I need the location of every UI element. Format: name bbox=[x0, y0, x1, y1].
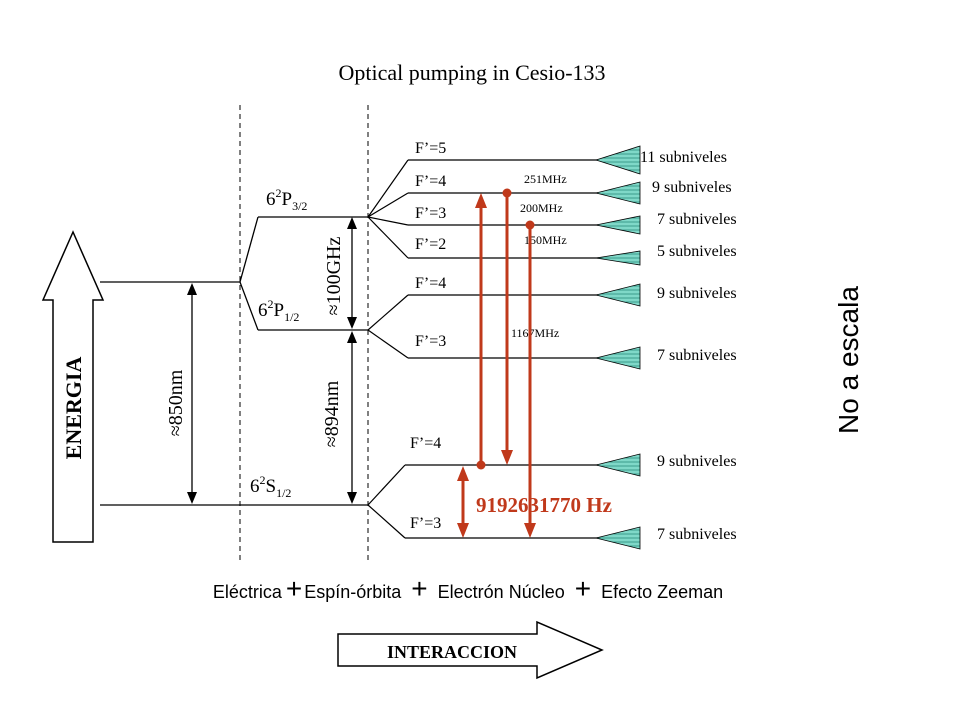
splitting-label: 200MHz bbox=[520, 201, 563, 215]
wavelength-label-894: ≈894nm bbox=[321, 380, 343, 447]
level-label: F’=4 bbox=[415, 173, 446, 190]
hyperfine-lines bbox=[367, 159, 600, 539]
state-label-s12: 62S1/2 bbox=[250, 473, 291, 500]
interaction-arrow: INTERACCION bbox=[337, 620, 604, 680]
wavelength-arrow-894 bbox=[347, 331, 357, 504]
plus-sign: + bbox=[411, 573, 427, 604]
wavelength-arrow-850 bbox=[187, 283, 197, 504]
sublevel-label: 9 subniveles bbox=[652, 179, 732, 196]
diagram-title: Optical pumping in Cesio-133 bbox=[338, 60, 605, 85]
interaction-electron-nucleo: Electrón Núcleo bbox=[438, 582, 565, 602]
zeeman-fan bbox=[595, 453, 641, 477]
interaction-label: INTERACCION bbox=[387, 642, 517, 662]
splitting-label: 1167MHz bbox=[511, 326, 559, 340]
scale-note: No a escala bbox=[833, 286, 864, 434]
interaction-espin-orbita: Espín-órbita bbox=[304, 582, 402, 602]
wavelength-label-850: ≈850nm bbox=[165, 369, 187, 436]
level-label: F’=3 bbox=[410, 515, 441, 532]
zeeman-fan bbox=[595, 215, 641, 235]
level-label: F’=3 bbox=[415, 333, 446, 350]
level-label: F’=4 bbox=[415, 275, 446, 292]
level-label: F’=2 bbox=[415, 236, 446, 253]
plus-sign: + bbox=[575, 573, 591, 604]
level-label: F’=5 bbox=[415, 140, 446, 157]
clock-frequency-label: 9192631770 Hz bbox=[476, 493, 612, 517]
zeeman-fan bbox=[595, 250, 641, 266]
pumping-transitions bbox=[457, 188, 536, 538]
zeeman-fan bbox=[595, 526, 641, 550]
sublevel-label: 7 subniveles bbox=[657, 526, 737, 543]
sublevel-label: 7 subniveles bbox=[657, 347, 737, 364]
level-label: F’=4 bbox=[410, 435, 441, 452]
level-label: F’=3 bbox=[415, 205, 446, 222]
splitting-label: 150MHz bbox=[524, 233, 567, 247]
zeeman-fans bbox=[594, 145, 641, 550]
energy-arrow: ENERGIA bbox=[41, 230, 105, 543]
zeeman-fan bbox=[595, 283, 641, 307]
frequency-label-100ghz: ≈100GHz bbox=[323, 237, 345, 316]
sublevel-label: 5 subniveles bbox=[657, 243, 737, 260]
interaction-terms: Eléctrica+Espín-órbita+Electrón Núcleo+E… bbox=[213, 573, 723, 604]
zeeman-fan bbox=[595, 346, 641, 370]
sublevel-label: 9 subniveles bbox=[657, 285, 737, 302]
plus-sign: + bbox=[286, 573, 302, 604]
frequency-arrow-100ghz bbox=[347, 217, 357, 329]
sublevel-label: 7 subniveles bbox=[657, 211, 737, 228]
sublevel-label: 11 subniveles bbox=[640, 149, 727, 166]
energy-label: ENERGIA bbox=[61, 357, 86, 460]
zeeman-fan bbox=[594, 145, 641, 175]
zeeman-fan bbox=[595, 181, 641, 205]
interaction-electrica: Eléctrica bbox=[213, 582, 283, 602]
fine-structure-lines bbox=[100, 216, 368, 506]
interaction-zeeman: Efecto Zeeman bbox=[601, 582, 723, 602]
state-label-p12: 62P1/2 bbox=[258, 297, 299, 324]
sublevel-label: 9 subniveles bbox=[657, 453, 737, 470]
splitting-label: 251MHz bbox=[524, 172, 567, 186]
state-label-p32: 62P3/2 bbox=[266, 186, 307, 213]
